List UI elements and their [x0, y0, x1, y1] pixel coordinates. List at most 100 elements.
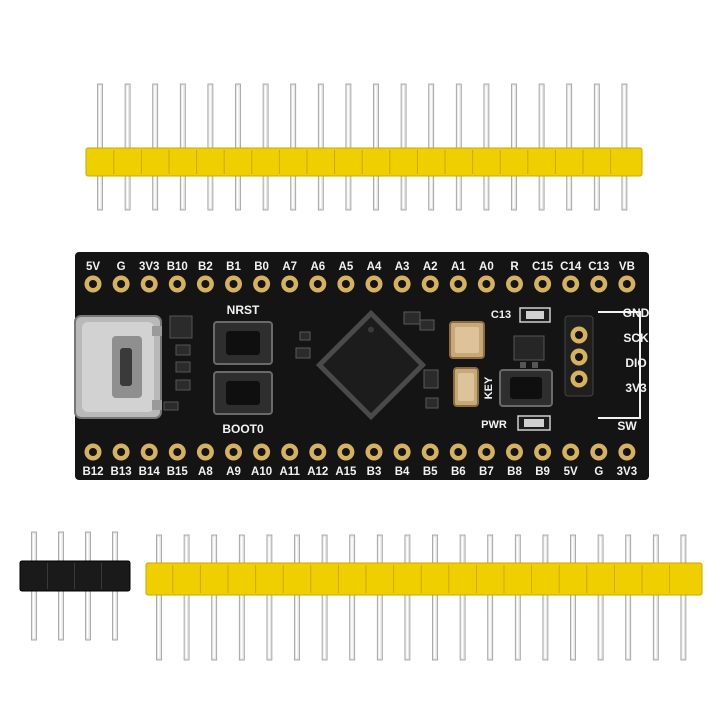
top-pad-hole	[426, 280, 435, 288]
usb-c-connector	[74, 315, 162, 419]
bottom-pad-row	[84, 443, 636, 461]
top-pad-hole	[370, 280, 378, 288]
bottom-pad-hole	[510, 448, 519, 456]
header-pin-highlight	[434, 537, 436, 658]
top-pad-hole	[398, 280, 407, 288]
usb-smd-components	[163, 315, 193, 411]
boot0-button[interactable]	[213, 371, 273, 415]
top-pad-hole	[341, 280, 350, 288]
header-pin-highlight	[292, 86, 294, 208]
key-label: KEY	[483, 376, 495, 399]
top-pin-label: VB	[619, 261, 635, 273]
header-pin-highlight	[319, 86, 322, 208]
bottom-pin-label: B15	[167, 466, 189, 478]
bottom-pin-label: B5	[423, 466, 438, 478]
top-pad-hole	[229, 280, 238, 288]
top-pin-label: R	[510, 261, 519, 273]
top-pin-label: A0	[479, 261, 494, 273]
header-pin-highlight	[351, 537, 353, 658]
top-pad-hole	[454, 280, 463, 288]
key-button[interactable]	[499, 369, 553, 407]
bottom-pin-label: B12	[82, 466, 103, 478]
bottom-pin-label: B7	[479, 466, 494, 478]
bottom-pin-label: A15	[335, 466, 357, 478]
swd-pin-label: GND	[623, 306, 650, 320]
bottom-pad-hole	[201, 448, 210, 456]
header-pin-highlight	[513, 86, 515, 208]
header-pin-highlight	[323, 537, 326, 658]
top-pad-hole	[482, 280, 491, 288]
header-pin-highlight	[457, 86, 460, 208]
swd-pin-label: DIO	[625, 356, 646, 370]
header-pin-highlight	[406, 537, 408, 658]
small-black-pin-header	[19, 531, 131, 641]
top-pin-label: B1	[226, 261, 241, 273]
header-pin-highlight	[375, 86, 377, 208]
top-pad-hole	[173, 280, 182, 288]
header-pin-highlight	[430, 86, 432, 208]
swd-pad-hole	[575, 375, 583, 383]
header-pin-highlight	[99, 86, 101, 208]
bottom-pin-label: 3V3	[617, 466, 637, 478]
header-pin-highlight	[461, 537, 464, 658]
bottom-pin-label: B6	[451, 466, 466, 478]
top-pin-header	[85, 83, 643, 211]
header-pin-highlight	[516, 537, 519, 658]
header-pin-highlight	[240, 537, 243, 658]
header-pin-highlight	[237, 86, 239, 208]
top-pin-label: A2	[423, 261, 438, 273]
bottom-pad-hole	[173, 448, 182, 456]
bottom-pin-header	[145, 534, 703, 661]
bottom-pad-hole	[285, 448, 294, 456]
bottom-pad-hole	[89, 448, 97, 456]
header-pin-highlight	[489, 537, 491, 658]
top-pad-hole	[257, 280, 266, 288]
top-pin-label: C13	[588, 261, 609, 273]
c13-led-label: C13	[491, 309, 511, 321]
bottom-pad-hole	[313, 448, 322, 456]
header-pin-highlight	[540, 86, 543, 208]
top-pad-hole	[89, 280, 97, 288]
bottom-pin-label: B3	[367, 466, 382, 478]
header-pin-highlight	[209, 86, 211, 208]
top-pin-label: A6	[310, 261, 325, 273]
top-pad-hole	[510, 280, 519, 288]
top-pin-label: G	[117, 261, 126, 273]
swd-group-label: SW	[617, 419, 637, 433]
nrst-button[interactable]	[213, 321, 273, 365]
bottom-pad-hole	[117, 448, 126, 456]
bottom-pin-label: B4	[395, 466, 410, 478]
bottom-pad-hole	[370, 448, 378, 456]
top-pad-hole	[117, 280, 126, 288]
swd-pin-label: 3V3	[625, 381, 647, 395]
header-pin-highlight	[154, 86, 156, 208]
top-pad-hole	[566, 280, 575, 288]
swd-pad-column	[570, 326, 588, 388]
bottom-pin-label: 5V	[564, 466, 578, 478]
header-pin-highlight	[347, 86, 349, 208]
top-pin-label: A1	[451, 261, 466, 273]
swd-pad-hole	[575, 353, 583, 361]
boot0-label: BOOT0	[222, 422, 264, 436]
rtc-crystal	[453, 367, 479, 407]
bottom-pad-hole	[398, 448, 407, 456]
top-header-housing	[85, 147, 643, 177]
bottom-pad-hole	[594, 448, 603, 456]
c13-led	[519, 307, 551, 323]
top-pad-hole	[622, 280, 631, 288]
bottom-pad-hole	[566, 448, 575, 456]
bottom-header-housing	[145, 562, 703, 596]
top-pad-hole	[594, 280, 603, 288]
bottom-pad-hole	[341, 448, 350, 456]
bottom-pin-label: B14	[139, 466, 161, 478]
crystal-oscillator	[449, 321, 485, 359]
bottom-pin-label: A12	[307, 466, 328, 478]
top-pin-label: C15	[532, 261, 554, 273]
bottom-pad-hole	[426, 448, 435, 456]
header-pin-highlight	[181, 86, 184, 208]
header-pin-highlight	[568, 86, 570, 208]
top-pin-label: 5V	[86, 261, 100, 273]
top-pin-label: B0	[254, 261, 269, 273]
